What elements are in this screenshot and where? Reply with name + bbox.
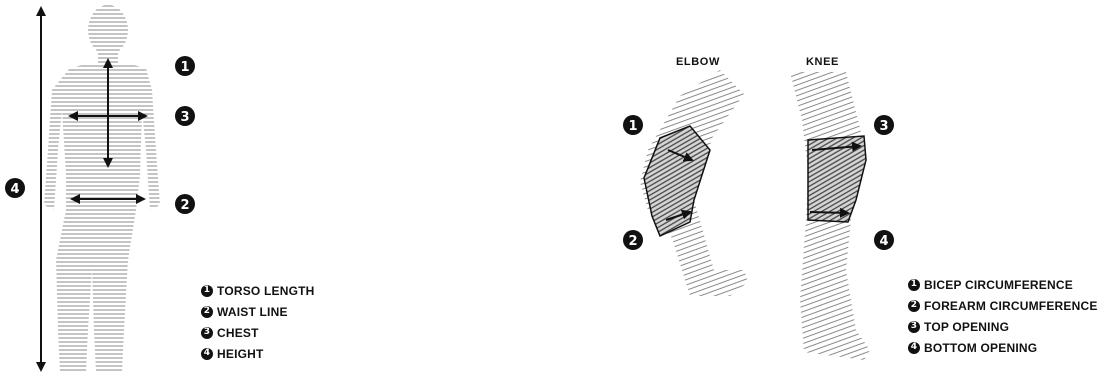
legend-number: 3 [201, 327, 213, 339]
legend-label: WAIST LINE [217, 305, 288, 319]
body-legend: 1 TORSO LENGTH 2 WAIST LINE 3 CHEST 4 HE… [201, 280, 315, 364]
legend-number: 2 [201, 306, 213, 318]
legend-number: 4 [201, 348, 213, 360]
legend-number: 2 [908, 300, 920, 312]
legend-number: 1 [201, 285, 213, 297]
svg-text:3: 3 [180, 110, 189, 125]
legend-label: FOREARM CIRCUMFERENCE [924, 299, 1098, 313]
brace-callout-4: 4 [874, 230, 894, 250]
elbow-arm [640, 70, 748, 296]
knee-title: KNEE [806, 56, 839, 68]
brace-callout-3: 3 [874, 115, 894, 135]
body-callout-4: 4 [5, 178, 25, 198]
legend-item: 1 TORSO LENGTH [201, 280, 315, 301]
svg-text:3: 3 [879, 119, 888, 134]
knee-leg [790, 72, 870, 360]
brace-callout-1: 1 [623, 115, 643, 135]
legend-item: 3 TOP OPENING [908, 316, 1098, 337]
body-callout-1: 1 [175, 56, 195, 76]
legend-label: TOP OPENING [924, 320, 1009, 334]
legend-item: 2 FOREARM CIRCUMFERENCE [908, 295, 1098, 316]
svg-text:4: 4 [879, 234, 888, 249]
body-callout-3: 3 [175, 106, 195, 126]
human-figure [44, 5, 160, 372]
elbow-title: ELBOW [676, 56, 720, 68]
legend-item: 4 HEIGHT [201, 343, 315, 364]
svg-text:2: 2 [628, 234, 637, 249]
legend-label: BOTTOM OPENING [924, 341, 1037, 355]
svg-text:4: 4 [10, 182, 19, 197]
legend-number: 1 [908, 279, 920, 291]
legend-label: TORSO LENGTH [217, 284, 315, 298]
brace-callout-2: 2 [623, 230, 643, 250]
legend-item: 4 BOTTOM OPENING [908, 337, 1098, 358]
body-callout-2: 2 [175, 194, 195, 214]
brace-legend: 1 BICEP CIRCUMFERENCE 2 FOREARM CIRCUMFE… [908, 274, 1098, 358]
legend-item: 3 CHEST [201, 322, 315, 343]
legend-label: BICEP CIRCUMFERENCE [924, 278, 1073, 292]
legend-number: 4 [908, 342, 920, 354]
svg-text:1: 1 [628, 119, 637, 134]
legend-label: CHEST [217, 326, 259, 340]
legend-number: 3 [908, 321, 920, 333]
legend-item: 2 WAIST LINE [201, 301, 315, 322]
svg-text:1: 1 [180, 60, 189, 75]
legend-label: HEIGHT [217, 347, 264, 361]
svg-text:2: 2 [180, 198, 189, 213]
legend-item: 1 BICEP CIRCUMFERENCE [908, 274, 1098, 295]
